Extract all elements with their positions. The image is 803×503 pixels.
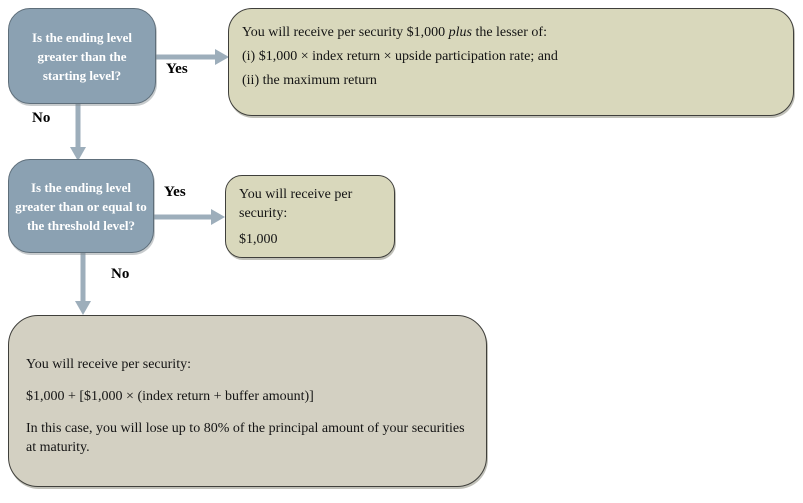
result-box-downside-payoff: You will receive per security: $1,000 + … bbox=[8, 315, 487, 487]
decision-line: the threshold level? bbox=[26, 217, 136, 233]
result2-amount: $1,000 bbox=[239, 232, 278, 247]
branch-label-yes-1: Yes bbox=[166, 61, 188, 77]
arrowhead-no-2 bbox=[75, 301, 91, 315]
decision-box-ending-vs-threshold: Is the ending level greater than or equa… bbox=[8, 159, 154, 253]
decision-line: Is the ending level bbox=[31, 29, 133, 45]
branch-label-yes-2: Yes bbox=[164, 184, 186, 200]
result3-formula: $1,000 + [$1,000 × (index return + buffe… bbox=[26, 389, 314, 404]
result1-line2: (i) $1,000 × index return × upside parti… bbox=[242, 49, 558, 64]
arrowhead-yes-1 bbox=[215, 49, 229, 65]
branch-label-no-1: No bbox=[32, 110, 51, 126]
branch-label-no-2: No bbox=[111, 266, 130, 282]
result3-loss-note: In this case, you will lose up to 80% of… bbox=[26, 421, 465, 455]
decision-line: starting level? bbox=[42, 67, 122, 83]
result1-line1: You will receive per security $1,000 plu… bbox=[242, 21, 779, 45]
result-box-principal-return: You will receive per security: $1,000 bbox=[225, 175, 395, 258]
result1-line1-suffix: the lesser of: bbox=[471, 25, 547, 40]
result1-line3: (ii) the maximum return bbox=[242, 73, 377, 88]
decision-line: greater than the bbox=[37, 48, 127, 64]
result3-line1: You will receive per security: bbox=[26, 357, 191, 372]
result1-line1-prefix: You will receive per security $1,000 bbox=[242, 25, 449, 40]
result1-line1-italic: plus bbox=[448, 25, 472, 40]
decision-line: greater than or equal to bbox=[15, 198, 147, 214]
result-box-upside-payoff: You will receive per security $1,000 plu… bbox=[228, 8, 794, 116]
result2-line1: You will receive per security: bbox=[239, 187, 353, 221]
decision-box-ending-vs-starting: Is the ending level greater than the sta… bbox=[8, 8, 156, 104]
arrowhead-yes-2 bbox=[211, 209, 225, 225]
decision-line: Is the ending level bbox=[30, 179, 132, 195]
